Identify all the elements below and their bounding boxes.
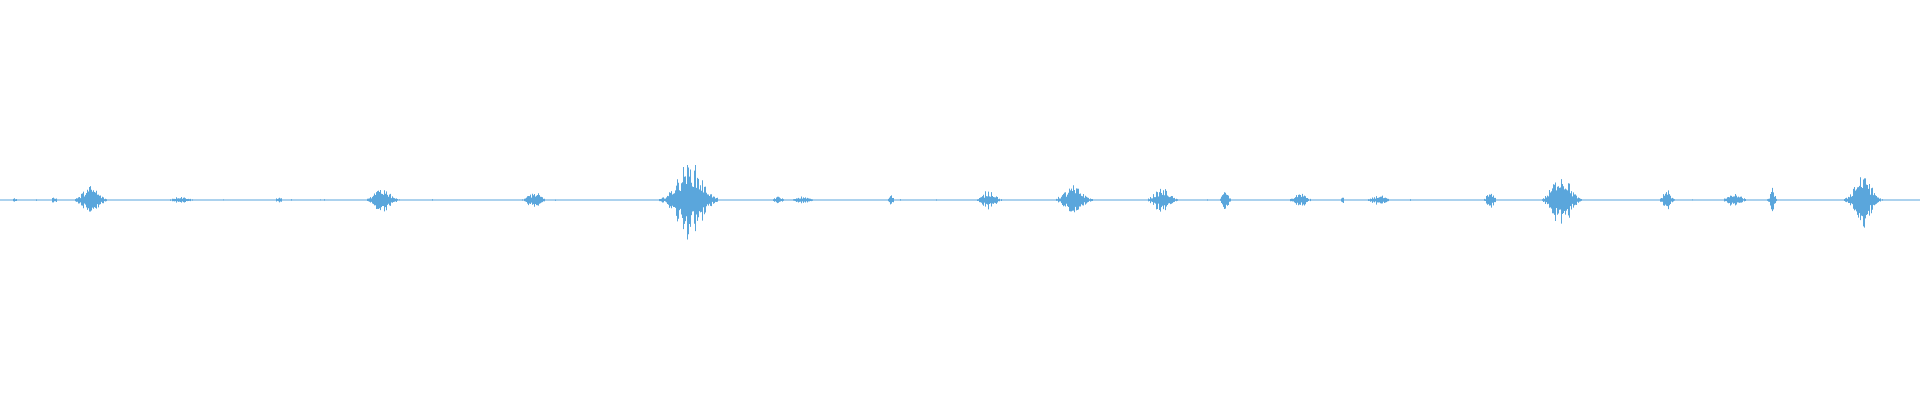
- waveform-samples: [13, 164, 1883, 240]
